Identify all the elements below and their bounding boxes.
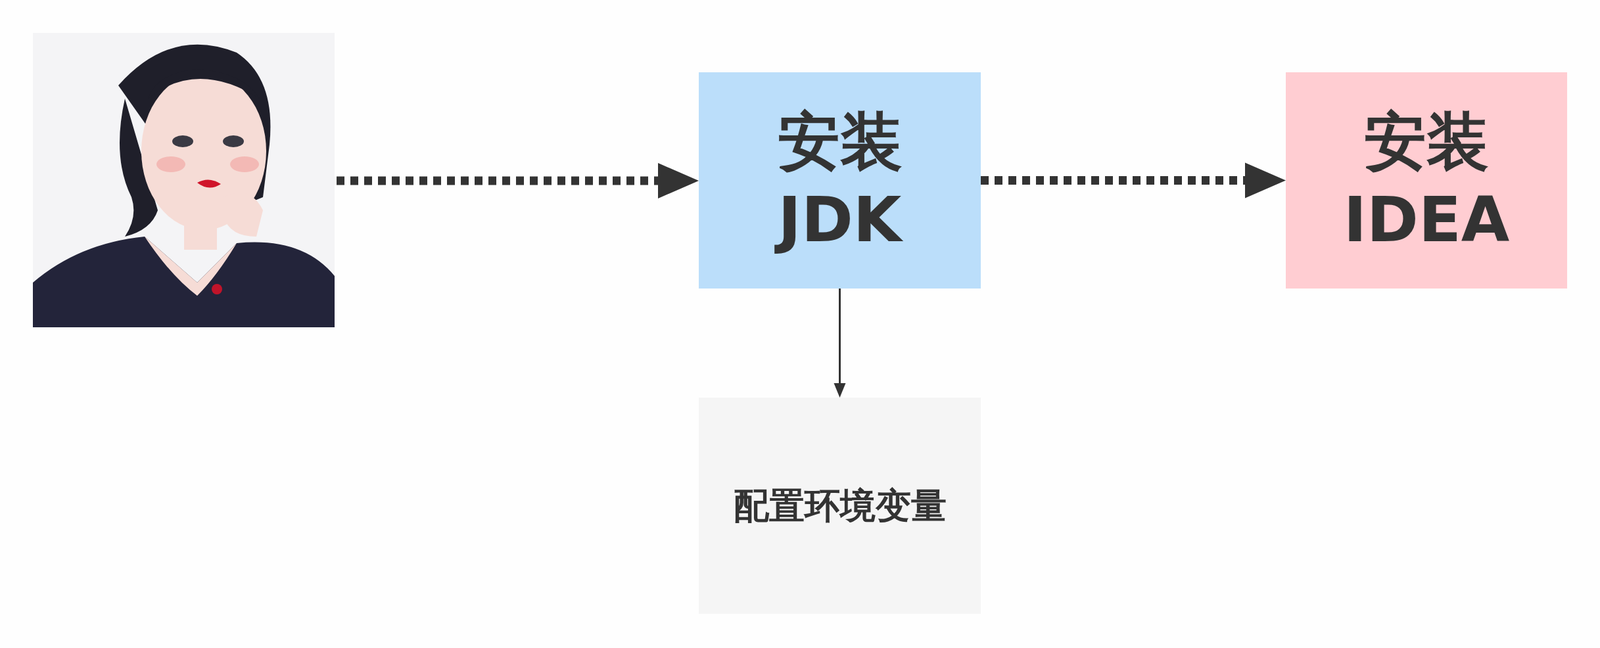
process-box: 配置环境变量 [698,397,981,614]
pendant [211,283,223,295]
arrow-head [658,163,699,199]
node-label: 安装 JDK [731,102,949,259]
connector [980,176,1247,185]
blush [156,156,186,173]
blush [230,156,259,173]
process-box: 安装 JDK [698,72,981,289]
process-box: 安装 IDEA [1285,72,1568,289]
hand [223,192,263,237]
portrait-ground [32,32,335,328]
eye [172,135,194,148]
neck [184,216,217,250]
arrow-head [1245,163,1286,199]
jacket [32,236,335,328]
neckline [144,236,237,296]
dotted-line [336,176,661,186]
fringe [147,69,260,99]
lips [197,179,221,188]
node-label: 配置环境变量 [733,483,947,529]
eye [222,135,244,148]
arrow-head [834,383,847,398]
node-label: 安装 IDEA [1317,102,1535,259]
connector [838,288,841,385]
